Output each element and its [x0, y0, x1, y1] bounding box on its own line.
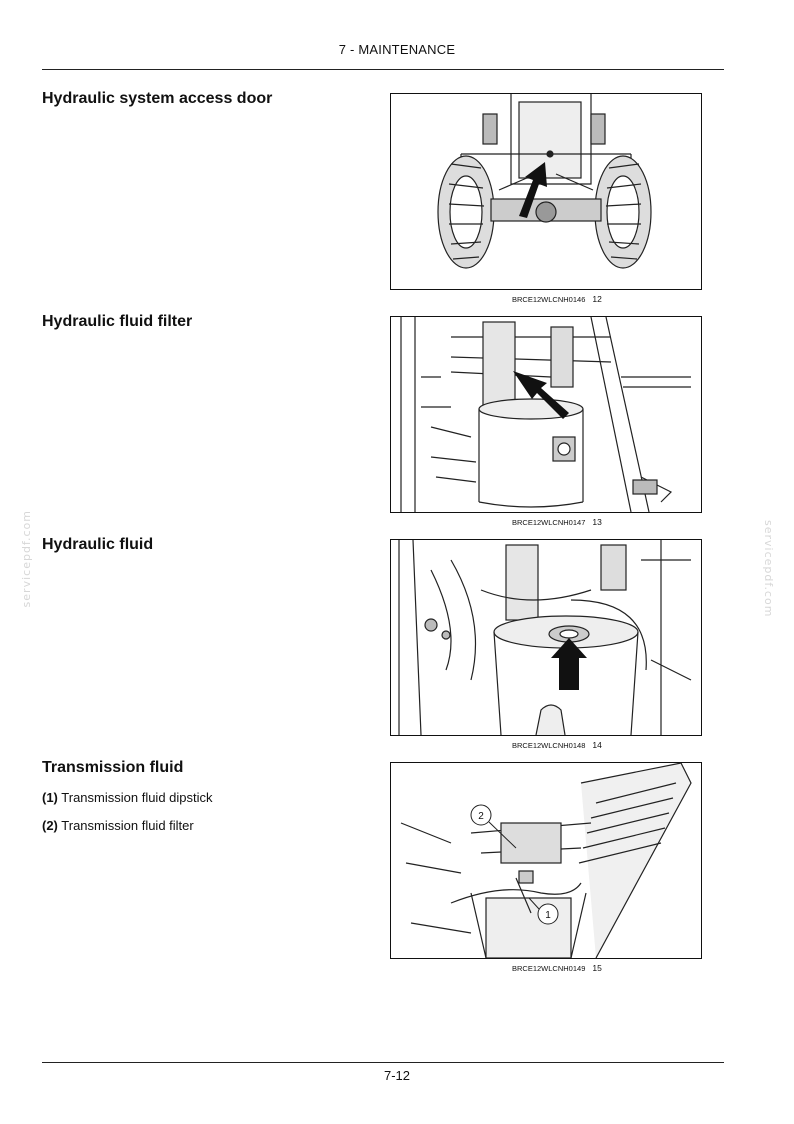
- figure-hydraulic-fluid-filter: [390, 316, 702, 513]
- figure-caption-13: BRCE12WLCNH0147 13: [512, 517, 602, 527]
- chapter-title: 7 - MAINTENANCE: [338, 42, 456, 57]
- figure-number: 14: [592, 740, 602, 750]
- loader-rear-illustration: [437, 94, 652, 269]
- legend-item-filter: (2) Transmission fluid filter: [42, 818, 194, 833]
- callout-label: 1: [545, 910, 551, 921]
- figure-caption-12: BRCE12WLCNH0146 12: [512, 294, 602, 304]
- page-number: 7-12: [383, 1068, 411, 1083]
- legend-key: (1): [42, 790, 58, 805]
- figure-number: 12: [592, 294, 602, 304]
- legend-key: (2): [42, 818, 58, 833]
- watermark-left: servicepdf.com: [20, 510, 33, 608]
- figure-code: BRCE12WLCNH0148: [512, 741, 586, 750]
- figure-code: BRCE12WLCNH0146: [512, 295, 586, 304]
- footer-rule: [42, 1062, 724, 1063]
- callout-1: [537, 903, 559, 925]
- watermark-right: servicepdf.com: [762, 520, 775, 618]
- figure-transmission-fluid: 2 1: [390, 762, 702, 959]
- figure-hydraulic-fluid-tank: [390, 539, 702, 736]
- callout-2: [470, 804, 492, 826]
- legend-text: Transmission fluid filter: [61, 818, 194, 833]
- figure-caption-15: BRCE12WLCNH0149 15: [512, 963, 602, 973]
- hydraulic-tank-illustration: [398, 540, 692, 735]
- callout-label: 2: [478, 811, 484, 822]
- section-title-access-door: Hydraulic system access door: [42, 90, 273, 107]
- section-title-fluid-filter: Hydraulic fluid filter: [42, 313, 193, 330]
- figure-code: BRCE12WLCNH0149: [512, 964, 586, 973]
- legend-item-dipstick: (1) Transmission fluid dipstick: [42, 790, 213, 805]
- figure-code: BRCE12WLCNH0147: [512, 518, 586, 527]
- section-title-hydraulic-fluid: Hydraulic fluid: [42, 536, 154, 553]
- hydraulic-filter-illustration: [400, 317, 691, 512]
- legend-text: Transmission fluid dipstick: [61, 790, 213, 805]
- transmission-illustration: 2 1: [400, 763, 692, 958]
- header-rule: [42, 69, 724, 70]
- figure-caption-14: BRCE12WLCNH0148 14: [512, 740, 602, 750]
- section-title-transmission-fluid: Transmission fluid: [42, 759, 184, 776]
- figure-number: 13: [592, 517, 602, 527]
- figure-loader-rear-access-door: [390, 93, 702, 290]
- figure-number: 15: [592, 963, 602, 973]
